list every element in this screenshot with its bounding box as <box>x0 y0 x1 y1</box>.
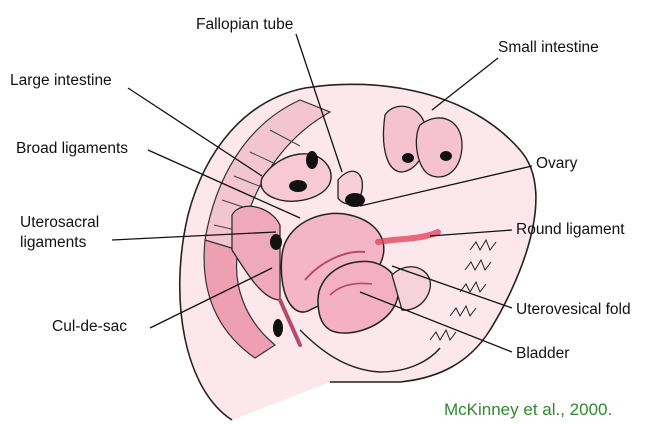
label-uterosacral-line1: Uterosacral <box>20 214 99 232</box>
label-broad-ligaments: Broad ligaments <box>16 140 128 158</box>
leader-small-intestine <box>432 58 498 110</box>
citation: McKinney et al., 2000. <box>444 400 612 420</box>
tissue-lumen <box>270 234 282 250</box>
intestine-lumen <box>289 180 307 192</box>
label-fallopian-tube: Fallopian tube <box>196 16 293 34</box>
label-cul-de-sac: Cul-de-sac <box>52 318 127 336</box>
rectum-lumen <box>273 319 283 337</box>
intestine-lumen <box>402 153 414 163</box>
label-uterovesical-fold: Uterovesical fold <box>516 301 631 319</box>
label-uterosacral-line2: ligaments <box>20 234 86 252</box>
label-bladder: Bladder <box>516 345 569 363</box>
intestine-lumen <box>440 151 452 161</box>
label-large-intestine: Large intestine <box>10 72 112 90</box>
label-ovary: Ovary <box>536 155 577 173</box>
label-round-ligament: Round ligament <box>516 221 625 239</box>
intestine-lumen <box>306 151 318 169</box>
label-small-intestine: Small intestine <box>498 39 599 57</box>
